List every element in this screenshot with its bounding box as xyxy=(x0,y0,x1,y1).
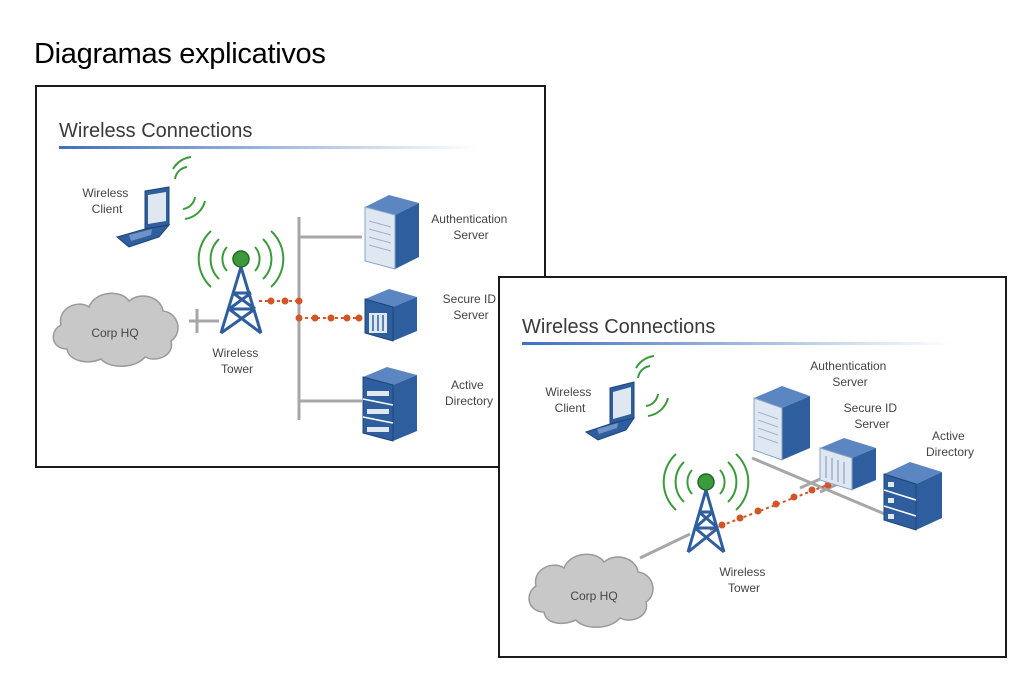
cloud-label: Corp HQ xyxy=(570,589,617,603)
secure-id-label: Secure ID Server xyxy=(443,292,500,322)
diagram-heading: Wireless Connections xyxy=(522,316,715,338)
heading-rule xyxy=(59,146,479,149)
page-title: Diagramas explicativos xyxy=(34,38,326,70)
server-icon xyxy=(753,386,810,461)
tower-label: Wireless Tower xyxy=(719,565,768,595)
cloud-icon xyxy=(52,292,179,367)
diagram-panel-isometric: Wireless Connections Wireless Client xyxy=(498,276,1007,658)
secure-id-label: Secure ID Server xyxy=(844,401,901,431)
diagram-panel-flat: Wireless Connections Wireless Client xyxy=(35,85,546,468)
wifi-waves-icon xyxy=(635,355,669,417)
client-label: Wireless Client xyxy=(82,186,131,216)
broadcast-icon xyxy=(197,230,285,288)
tower-icon xyxy=(686,489,726,554)
tower-label: Wireless Tower xyxy=(212,346,261,376)
client-label: Wireless Client xyxy=(545,385,594,415)
secure-link xyxy=(709,481,832,531)
tower-icon xyxy=(219,266,263,335)
directory-server-icon xyxy=(362,367,417,442)
cloud-label: Corp HQ xyxy=(91,326,138,340)
directory-label: Active Directory xyxy=(445,378,493,408)
laptop-icon xyxy=(584,381,636,441)
secure-id-server-icon xyxy=(364,289,417,342)
auth-server-label: Authentication Server xyxy=(431,212,510,242)
heading-rule xyxy=(522,342,952,345)
directory-server-icon xyxy=(883,462,942,531)
secure-link xyxy=(259,297,363,322)
laptop-icon xyxy=(115,186,171,248)
secure-id-server-icon xyxy=(819,438,876,491)
server-icon xyxy=(364,195,419,270)
directory-label: Active Directory xyxy=(926,429,974,459)
diagram-heading: Wireless Connections xyxy=(59,120,252,142)
auth-server-label: Authentication Server xyxy=(810,359,889,389)
broadcast-icon xyxy=(662,453,750,511)
wifi-waves-icon xyxy=(172,156,206,220)
cloud-icon xyxy=(528,553,654,628)
